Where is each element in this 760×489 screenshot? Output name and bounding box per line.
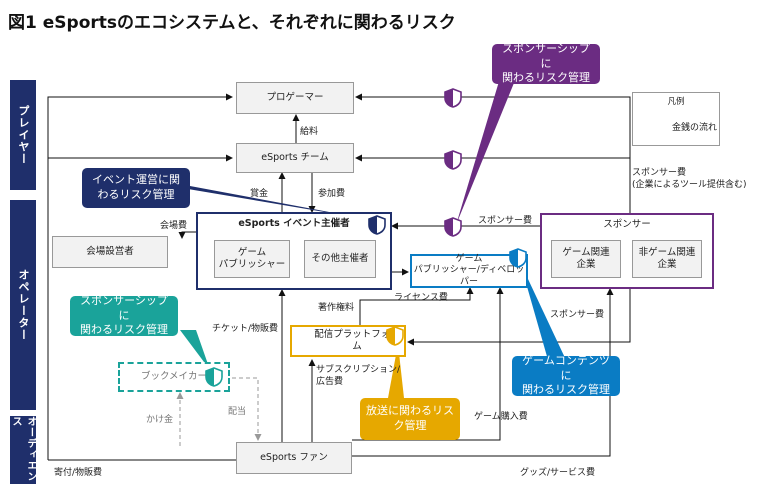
label-goods: グッズ/サービス費	[520, 468, 596, 478]
node-nongame-sponsor: 非ゲーム関連 企業	[632, 240, 702, 278]
band-audience: オーディエンス	[10, 416, 36, 484]
label-salary: 給料	[300, 127, 319, 137]
node-esports-fan: eSports ファン	[236, 442, 352, 474]
label-subscription: サブスクリプション/ 広告費	[316, 365, 401, 387]
shield-icon	[509, 248, 527, 268]
node-esports-team: eSports チーム	[236, 143, 354, 173]
label-bet: かけ金	[146, 415, 174, 425]
sponsor-label: スポンサー	[603, 219, 651, 230]
shield-icon	[444, 88, 462, 108]
band-player: プレイヤー	[10, 80, 36, 190]
shield-icon	[444, 217, 462, 237]
node-game-sponsor: ゲーム関連 企業	[551, 240, 621, 278]
label-entry-fee: 参加費	[318, 189, 346, 199]
label-license-fee: ライセンス費	[394, 293, 448, 303]
callout-event-risk: イベント運営に関 わるリスク管理	[82, 168, 190, 208]
legend-title: 凡例	[667, 97, 685, 107]
node-venue: 会場設営者	[52, 236, 168, 268]
node-pro-gamer: プロゲーマー	[236, 82, 354, 114]
label-donation: 寄付/物販費	[54, 468, 103, 478]
label-ticket: チケット/物販費	[212, 324, 279, 334]
label-payout: 配当	[228, 407, 247, 417]
callout-content-risk: ゲームコンテンツに 関わるリスク管理	[512, 354, 620, 396]
shield-icon	[386, 326, 404, 346]
callout-sponsorship-risk-top: スポンサーシップに 関わるリスク管理	[492, 42, 600, 84]
label-sponsor-fee-2: スポンサー費	[550, 310, 605, 320]
legend: 凡例	[632, 92, 720, 146]
label-prize: 賞金	[250, 189, 269, 199]
node-other-organizer: その他主催者	[304, 240, 376, 278]
label-venue-fee: 会場費	[160, 221, 188, 231]
label-sponsor-fee-1: スポンサー費	[478, 216, 533, 226]
label-copyright-fee: 著作権料	[318, 303, 355, 313]
callout-sponsorship-risk-left: スポンサーシップに 関わるリスク管理	[70, 294, 178, 336]
shield-icon	[205, 367, 223, 387]
figure-title: 図1 eSportsのエコシステムと、それぞれに関わるリスク	[8, 13, 456, 33]
node-game-publisher-inner: ゲーム パブリッシャー	[214, 240, 290, 278]
band-operator: オペレーター	[10, 200, 36, 410]
organizer-label: eSports イベント主催者	[238, 218, 350, 229]
shield-icon	[444, 150, 462, 170]
legend-item: 金銭の流れ	[672, 123, 718, 133]
node-publisher-developer: ゲーム パブリッシャー/ディベロッパー	[410, 254, 528, 288]
label-sponsor-fee-right: スポンサー費 (企業によるツール提供含む)	[632, 168, 747, 190]
shield-icon	[368, 215, 386, 235]
label-game-purchase: ゲーム購入費	[474, 412, 528, 422]
node-platform: 配信プラットフォーム	[290, 325, 406, 357]
callout-broadcast-risk: 放送に関わるリス ク管理	[360, 398, 460, 440]
